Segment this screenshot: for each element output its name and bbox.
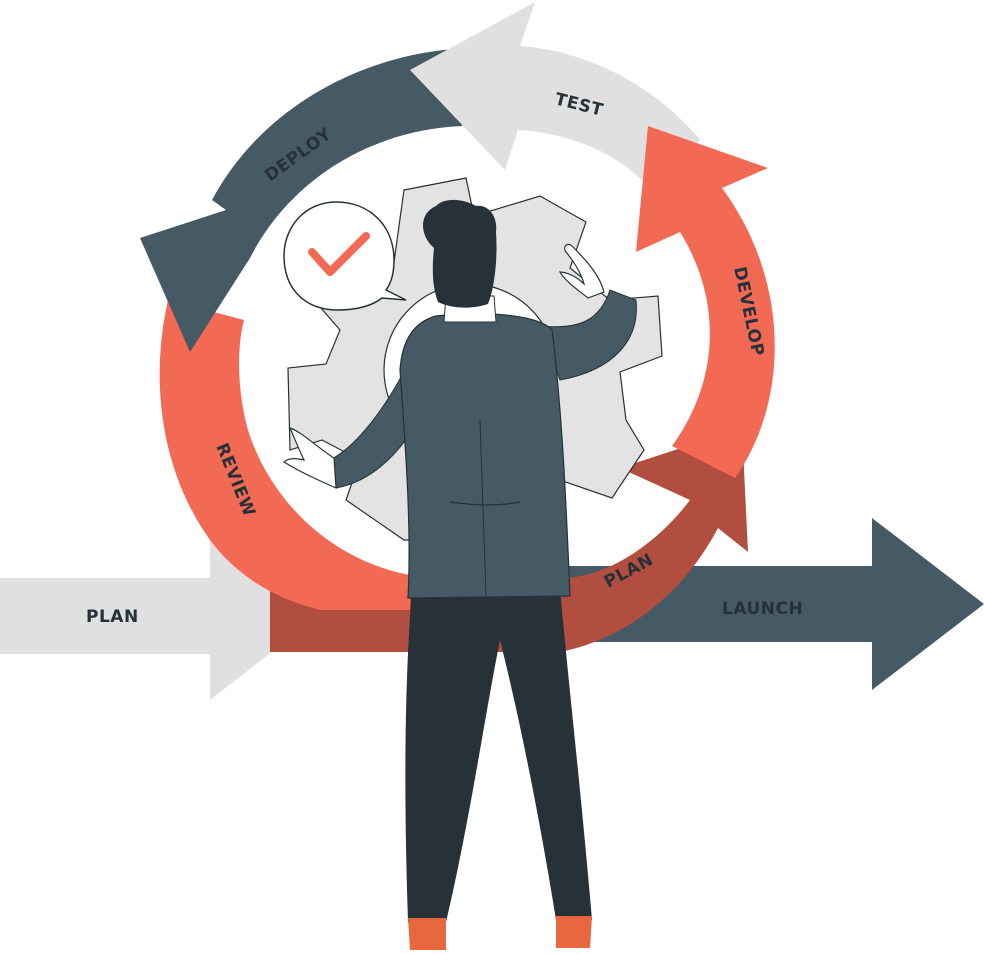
man-left-hand [283, 427, 337, 489]
check-bubble [283, 201, 407, 311]
man-trousers [405, 588, 592, 922]
man-left-shoe [408, 918, 446, 950]
check-icon [308, 232, 370, 276]
man-hair [423, 199, 497, 308]
launch-arrow [560, 518, 984, 690]
label-plan-input: PLAN [86, 607, 139, 627]
man-figure [283, 199, 637, 950]
label-launch: LAUNCH [722, 599, 803, 619]
review-arc [159, 300, 410, 610]
develop-arrow [636, 126, 775, 478]
man-right-shoe [556, 916, 592, 948]
man-right-hand [558, 243, 605, 299]
man-right-arm [539, 289, 637, 381]
deploy-arrow [140, 48, 470, 352]
test-arrow [410, 2, 700, 190]
man-jacket [399, 313, 571, 599]
plan-input-arrow [0, 533, 318, 700]
